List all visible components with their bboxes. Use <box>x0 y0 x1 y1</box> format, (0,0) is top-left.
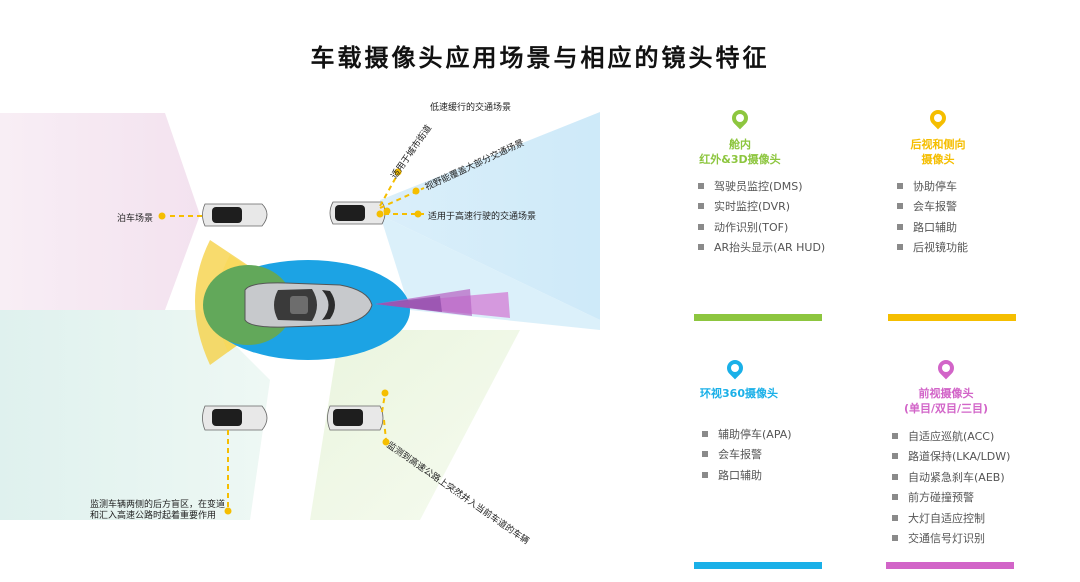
card-rear-side-camera: 后视和侧向 摄像头 协助停车 会车报警 路口辅助 后视镜功能 <box>885 106 1025 328</box>
front-view-car-icon <box>329 201 386 225</box>
card-cabin-camera: 舱内 红外&3D摄像头 驾驶员监控(DMS) 实时监控(DVR) 动作识别(TO… <box>690 106 830 328</box>
front-camera-beam-narrow <box>375 296 442 312</box>
label-highway: 适用于高速行驶的交通场景 <box>428 212 537 222</box>
card-title: 前视摄像头 (单目/双目/三目) <box>885 386 1007 416</box>
rear-blindspot-zone <box>0 310 270 520</box>
front-long-range-zone <box>380 112 600 320</box>
side-rear-zone <box>310 330 520 520</box>
color-bar <box>694 314 822 321</box>
card-title-line: 摄像头 <box>921 153 955 166</box>
list-item: 路口辅助 <box>702 466 792 486</box>
list-item: 辅助停车(APA) <box>702 425 792 445</box>
feature-list: 驾驶员监控(DMS) 实时监控(DVR) 动作识别(TOF) AR抬头显示(AR… <box>698 177 825 259</box>
card-title: 舱内 红外&3D摄像头 <box>690 137 790 167</box>
list-item: 自适应巡航(ACC) <box>892 427 1010 447</box>
rear-left-car-icon <box>202 405 268 431</box>
list-item: 大灯自适应控制 <box>892 509 1010 529</box>
list-item: 路口辅助 <box>897 218 968 238</box>
main-car-icon <box>244 282 373 328</box>
label-low-speed: 低速缓行的交通场景 <box>430 103 512 113</box>
card-title-line: 舱内 <box>729 138 751 151</box>
list-item: AR抬头显示(AR HUD) <box>698 238 825 258</box>
list-item: 前方碰撞预警 <box>892 488 1010 508</box>
location-pin-icon <box>728 106 752 130</box>
card-title-line: 红外&3D摄像头 <box>699 153 781 166</box>
card-title: 后视和侧向 摄像头 <box>885 137 991 167</box>
parking-car-icon <box>202 203 268 227</box>
color-bar <box>886 562 1014 569</box>
feature-list: 协助停车 会车报警 路口辅助 后视镜功能 <box>897 177 968 259</box>
card-surround-camera: 环视360摄像头 辅助停车(APA) 会车报警 路口辅助 <box>690 356 830 573</box>
list-item: 交通信号灯识别 <box>892 529 1010 549</box>
location-pin-icon <box>723 356 747 380</box>
label-parking: 泊车场景 <box>117 214 154 224</box>
rear-right-car-icon <box>327 405 384 431</box>
location-pin-icon <box>934 356 958 380</box>
card-title: 环视360摄像头 <box>690 386 788 401</box>
parking-zone <box>0 113 200 310</box>
color-bar <box>888 314 1016 321</box>
card-front-camera: 前视摄像头 (单目/双目/三目) 自适应巡航(ACC) 路道保持(LKA/LDW… <box>885 356 1035 573</box>
callout-dots <box>158 168 422 515</box>
location-pin-icon <box>926 106 950 130</box>
list-item: 动作识别(TOF) <box>698 218 825 238</box>
label-blind-spot-1: 监测车辆两侧的后方盲区，在变道 <box>90 500 226 510</box>
card-title-line: 前视摄像头 <box>918 387 974 400</box>
card-title-line: (单目/双目/三目) <box>903 402 989 415</box>
card-title-line: 后视和侧向 <box>910 138 966 151</box>
list-item: 自动紧急刹车(AEB) <box>892 468 1010 488</box>
list-item: 实时监控(DVR) <box>698 197 825 217</box>
list-item: 协助停车 <box>897 177 968 197</box>
feature-list: 辅助停车(APA) 会车报警 路口辅助 <box>702 425 792 486</box>
label-blind-spot-2: 和汇入高速公路时起着重要作用 <box>90 511 217 521</box>
color-bar <box>694 562 822 569</box>
card-title-line: 环视360摄像头 <box>700 387 778 400</box>
list-item: 路道保持(LKA/LDW) <box>892 447 1010 467</box>
feature-list: 自适应巡航(ACC) 路道保持(LKA/LDW) 自动紧急刹车(AEB) 前方碰… <box>892 427 1010 549</box>
list-item: 会车报警 <box>897 197 968 217</box>
page-title: 车载摄像头应用场景与相应的镜头特征 <box>310 44 770 72</box>
list-item: 后视镜功能 <box>897 238 968 258</box>
list-item: 驾驶员监控(DMS) <box>698 177 825 197</box>
list-item: 会车报警 <box>702 445 792 465</box>
